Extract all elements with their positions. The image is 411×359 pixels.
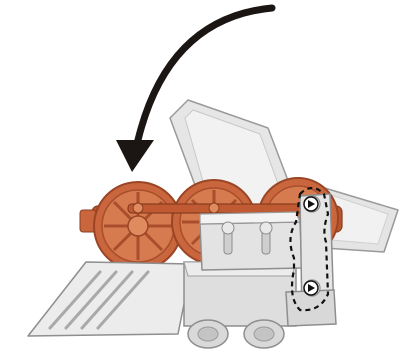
cylinder-block-top [200,212,300,224]
rotation-arrow-head [116,140,154,172]
wheel-front [94,182,182,270]
pin-marker-icon [304,281,318,295]
pin-marker-icon [304,197,318,211]
rod-pin-front [133,203,143,213]
rod-pin-middle [209,203,219,213]
front-ramp [28,262,192,336]
chassis-body [184,262,296,348]
cylinder-block [200,212,302,270]
cylinder-block-front [200,222,302,270]
